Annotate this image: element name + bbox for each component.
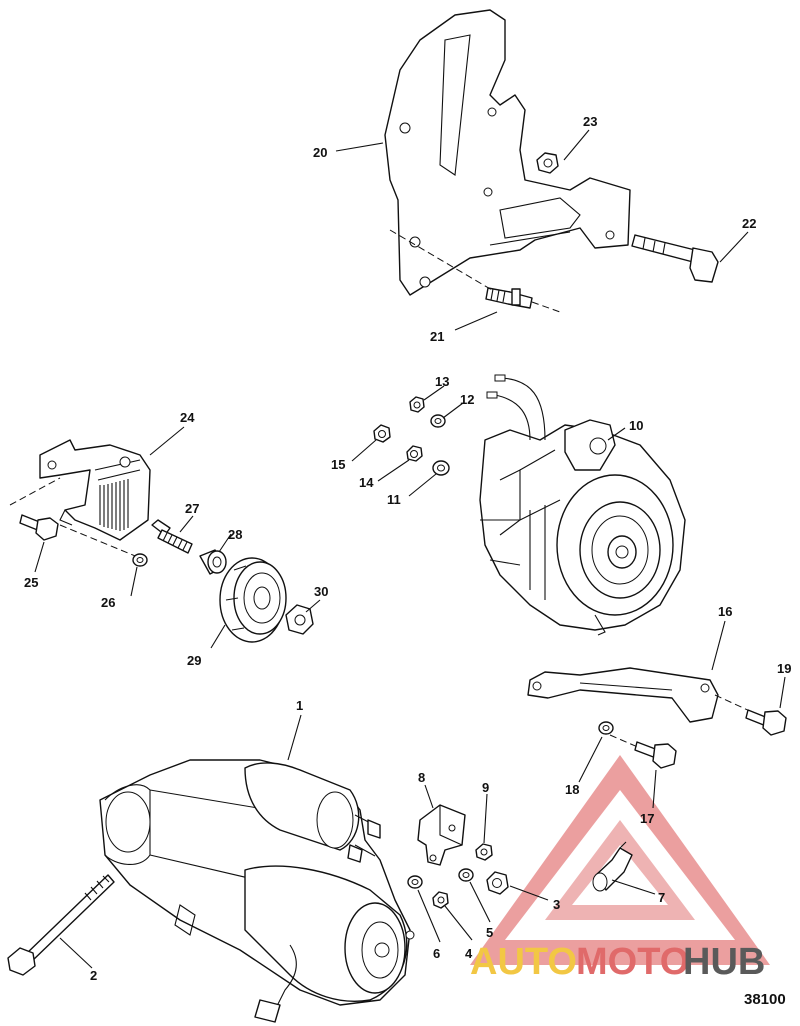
callout-9: 9 — [482, 780, 489, 795]
connector-7 — [592, 841, 633, 892]
washer-26 — [132, 553, 148, 567]
washer-12 — [430, 414, 446, 428]
callout-8: 8 — [418, 770, 425, 785]
svg-text:HUB: HUB — [683, 941, 765, 983]
callout-18: 18 — [565, 782, 579, 797]
bolt-22 — [631, 234, 719, 283]
callout-14: 14 — [359, 475, 374, 490]
callout-15: 15 — [331, 457, 345, 472]
callout-19: 19 — [777, 661, 791, 676]
nut-23 — [536, 152, 559, 174]
nut-4 — [432, 891, 449, 909]
callout-1: 1 — [296, 698, 303, 713]
washer-6 — [407, 875, 423, 889]
nut-14 — [406, 445, 423, 462]
callout-labels: 20 23 22 21 13 12 15 14 11 10 24 25 26 2… — [24, 114, 791, 983]
nut-9 — [475, 843, 493, 861]
idler-pulley-29 — [219, 557, 287, 643]
leader-lines — [34, 129, 786, 969]
callout-3: 3 — [553, 897, 560, 912]
mounting-bracket-20 — [384, 9, 631, 296]
callout-6: 6 — [433, 946, 440, 961]
bolt-25 — [19, 514, 59, 541]
callout-28: 28 — [228, 527, 242, 542]
nut-3 — [486, 871, 509, 895]
nut-15 — [373, 424, 391, 443]
stud-27 — [151, 519, 193, 554]
callout-4: 4 — [465, 946, 473, 961]
callout-10: 10 — [629, 418, 643, 433]
callout-30: 30 — [314, 584, 328, 599]
washer-11 — [432, 460, 450, 476]
callout-22: 22 — [742, 216, 756, 231]
solenoid-bracket-8 — [417, 804, 466, 866]
callout-13: 13 — [435, 374, 449, 389]
alternator-10 — [479, 374, 686, 636]
svg-text:MOTO: MOTO — [576, 941, 689, 983]
callout-5: 5 — [486, 925, 493, 940]
callout-25: 25 — [24, 575, 38, 590]
callout-23: 23 — [583, 114, 597, 129]
bolt-19 — [745, 709, 787, 736]
washer-5 — [458, 868, 474, 882]
callout-27: 27 — [185, 501, 199, 516]
bolt-17 — [634, 741, 677, 769]
callout-12: 12 — [460, 392, 474, 407]
callout-29: 29 — [187, 653, 201, 668]
callout-16: 16 — [718, 604, 732, 619]
tension-bracket-24 — [39, 439, 151, 541]
callout-7: 7 — [658, 890, 665, 905]
brace-16 — [527, 667, 719, 723]
nut-13 — [409, 396, 425, 413]
callout-2: 2 — [90, 968, 97, 983]
callout-26: 26 — [101, 595, 115, 610]
callout-21: 21 — [430, 329, 444, 344]
callout-17: 17 — [640, 811, 654, 826]
through-bolt-2 — [7, 874, 115, 976]
spacer-28 — [199, 549, 227, 575]
callout-11: 11 — [387, 492, 401, 507]
watermark-text: AUTO MOTO HUB — [470, 941, 765, 983]
svg-text:AUTO: AUTO — [470, 941, 577, 983]
stud-21 — [485, 287, 533, 309]
callout-24: 24 — [180, 410, 195, 425]
starter-motor-1 — [99, 759, 415, 1023]
callout-20: 20 — [313, 145, 327, 160]
washer-18 — [598, 721, 614, 735]
figure-number: 38100 — [744, 991, 786, 1008]
